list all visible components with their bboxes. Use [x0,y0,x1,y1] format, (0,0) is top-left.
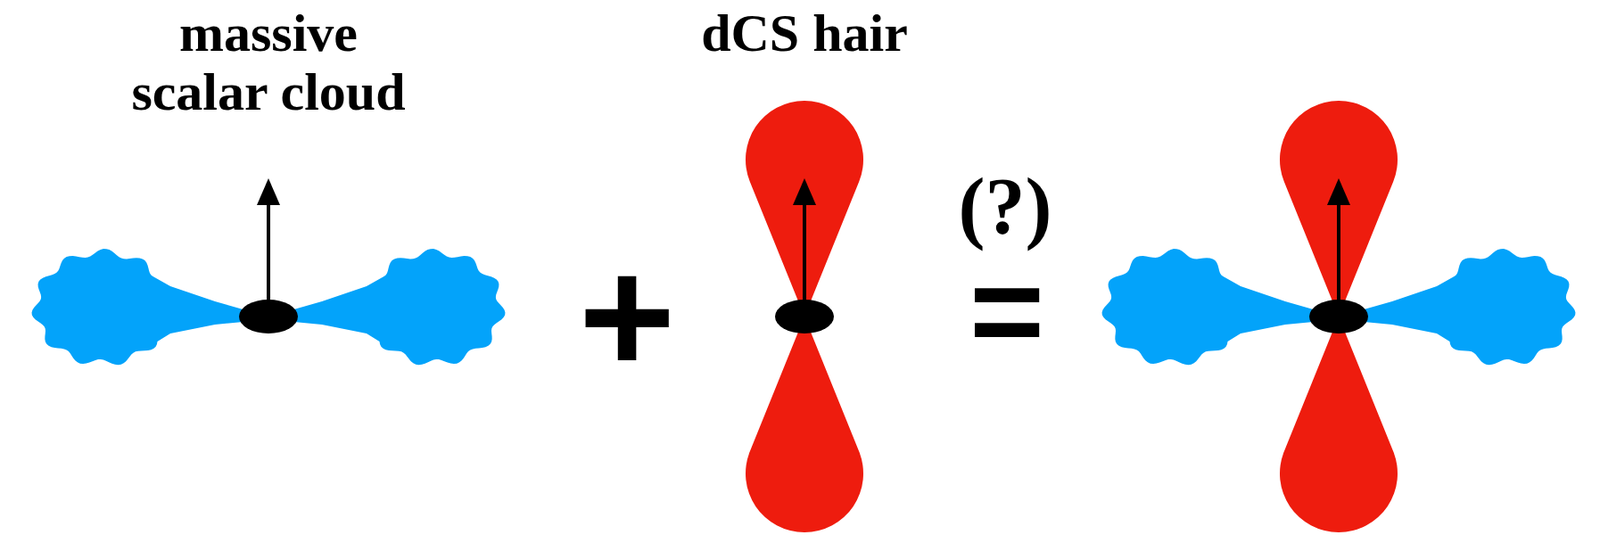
question-mark: (?) [933,166,1077,248]
spinning-black-hole [1309,178,1369,334]
spinning-black-hole [775,178,834,334]
scalar-cloud-lobe [32,248,253,365]
hair-lobe [1279,100,1398,317]
scalar-cloud-lobe [284,248,505,365]
hair-lobe [745,100,864,317]
hair-lobe [745,316,864,533]
operator-symbol: + [537,233,717,400]
heading: massive scalar cloud [119,3,419,122]
black-holes [239,178,1369,334]
spin-axis [1336,201,1341,303]
scalar-cloud-lobe [1354,248,1576,365]
spin-axis [266,201,271,303]
spin-axis [802,201,807,303]
spin-arrowhead [256,178,281,206]
black-hole [775,299,834,334]
spin-arrowhead [792,178,817,206]
black-hole [1309,299,1369,334]
black-hole [239,299,298,334]
heading: dCS hair [670,3,939,63]
spinning-black-hole [239,178,298,334]
operator-symbol: = [935,247,1079,377]
dcs-hair-lobes [745,100,1398,533]
spin-arrowhead [1327,178,1351,206]
scalar-cloud-lobe [1102,248,1323,365]
hair-lobe [1279,316,1398,533]
